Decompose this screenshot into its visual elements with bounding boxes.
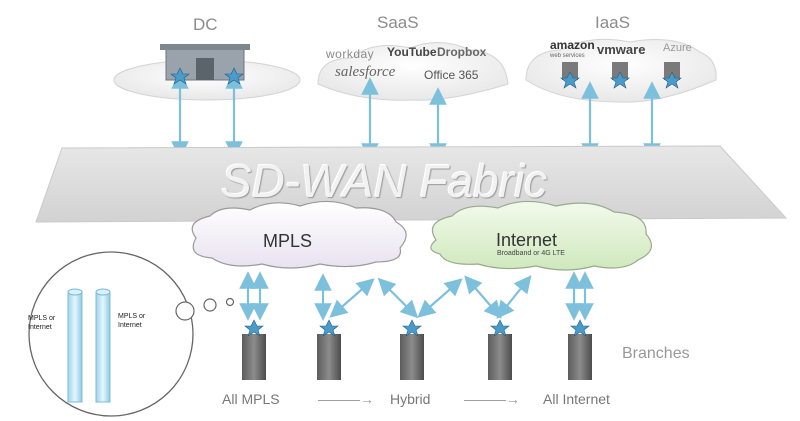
mpls-or-internet-link-left bbox=[67, 288, 83, 403]
iaas-title: IaaS bbox=[595, 13, 630, 32]
azure-logo: Azure bbox=[663, 42, 692, 54]
amazon-logo-text: amazon bbox=[550, 38, 595, 52]
branch-building-icon bbox=[242, 334, 592, 380]
amazon-logo-subtext: web services bbox=[550, 53, 585, 59]
mpls-or-internet-link-right bbox=[95, 288, 111, 403]
vmware-logo: vmware bbox=[597, 42, 646, 57]
youtube-logo: YouTube bbox=[387, 45, 437, 59]
dc-title: DC bbox=[193, 15, 218, 34]
mpls-cloud-label: MPLS bbox=[263, 231, 313, 251]
mpls-cloud bbox=[191, 200, 407, 269]
router-icon bbox=[170, 67, 682, 337]
thought-bubble bbox=[28, 251, 194, 417]
branch-connectors bbox=[239, 271, 594, 321]
dropbox-logo: Dropbox bbox=[437, 45, 487, 59]
flow-arrow-icon: ———→ bbox=[318, 391, 374, 407]
top-connectors bbox=[171, 71, 661, 161]
thought-dot bbox=[225, 297, 235, 307]
hybrid-label: Hybrid bbox=[390, 391, 431, 407]
thought-dot bbox=[203, 298, 217, 312]
all-mpls-label: All MPLS bbox=[222, 391, 280, 407]
saas-title: SaaS bbox=[377, 13, 419, 32]
workday-logo: workday bbox=[326, 47, 375, 61]
sd-wan-fabric-label: SD-WAN Fabric bbox=[221, 155, 548, 207]
thought-dot bbox=[175, 301, 195, 321]
salesforce-logo: salesforce bbox=[335, 64, 396, 80]
flow-arrow-icon: ———→ bbox=[464, 391, 520, 407]
server-icon bbox=[562, 62, 680, 80]
all-internet-label: All Internet bbox=[543, 391, 610, 407]
internet-cloud bbox=[430, 200, 653, 271]
right-link-label: MPLS or Internet bbox=[118, 313, 146, 329]
sd-wan-fabric-plate bbox=[35, 145, 788, 223]
amazon-web-services-logo: amazon web services bbox=[550, 38, 595, 62]
internet-cloud-sublabel: Broadband or 4G LTE bbox=[497, 250, 565, 257]
internet-cloud-label: Internet bbox=[496, 230, 558, 250]
left-link-label: MPLS or Internet bbox=[28, 315, 56, 331]
office-365-logo: Office 365 bbox=[424, 68, 479, 82]
branches-label: Branches bbox=[622, 345, 690, 362]
